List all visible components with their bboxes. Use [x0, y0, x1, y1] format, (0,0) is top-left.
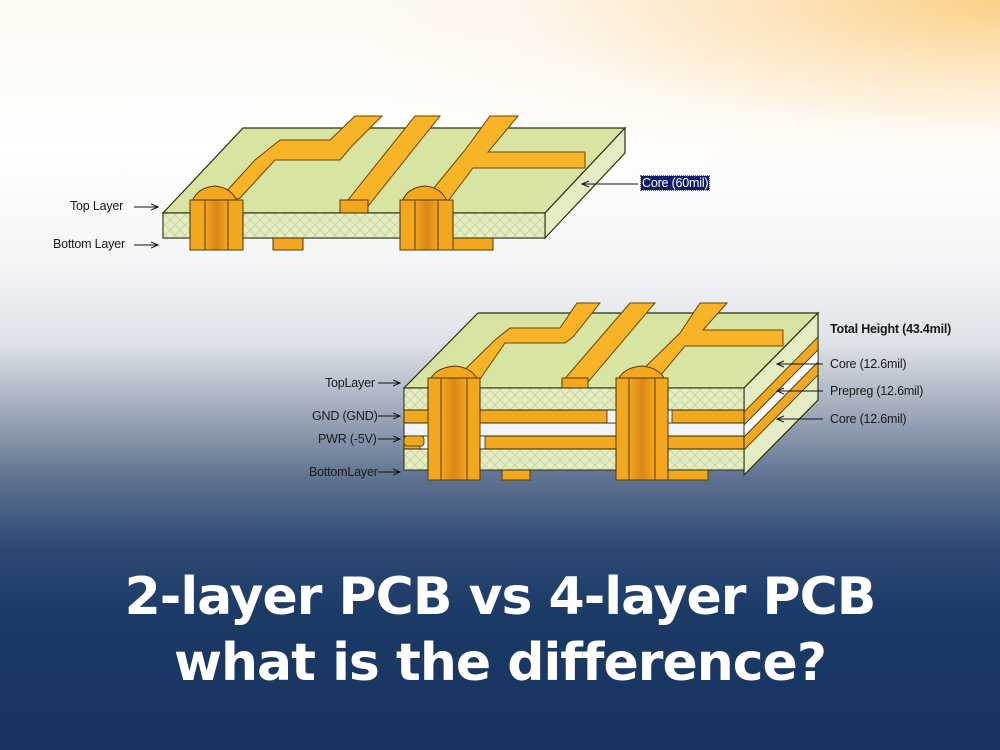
- label-core-2: Core (12.6mil): [830, 412, 907, 426]
- label-prepreg: Prepreg (12.6mil): [830, 384, 924, 398]
- label-core-60mil: Core (60mil): [639, 175, 711, 191]
- label-pwr: PWR (-5V): [318, 432, 377, 446]
- four-layer-pcb: [378, 302, 823, 481]
- label-total-height: Total Height (43.4mil): [830, 322, 952, 336]
- label-core-1: Core (12.6mil): [830, 357, 907, 371]
- label-gnd: GND (GND): [312, 409, 378, 423]
- label-toplayer: TopLayer: [325, 376, 375, 390]
- two-layer-pcb: [134, 115, 638, 251]
- label-bottomlayer: BottomLayer: [309, 465, 378, 479]
- label-top-layer: Top Layer: [70, 199, 124, 213]
- label-bottom-layer: Bottom Layer: [53, 237, 125, 251]
- title-line-2: what is the difference?: [174, 633, 827, 693]
- title-line-1: 2-layer PCB vs 4-layer PCB: [124, 567, 877, 627]
